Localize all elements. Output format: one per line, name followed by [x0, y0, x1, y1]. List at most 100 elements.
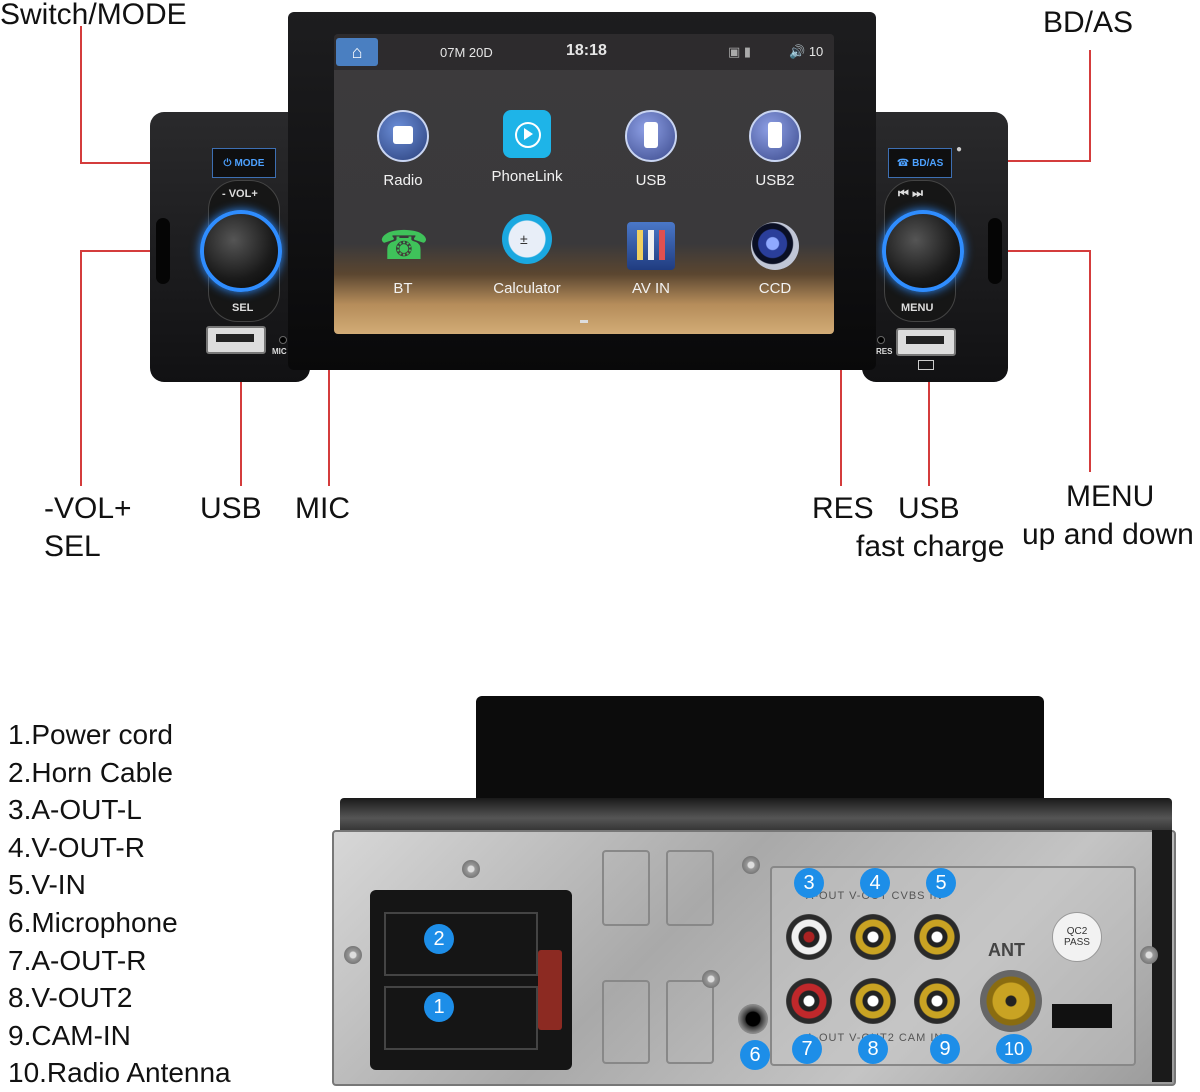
- rca-a-out-r[interactable]: [786, 978, 832, 1024]
- legend-item: 5.V-IN: [8, 869, 86, 900]
- legend-item: 6.Microphone: [8, 907, 178, 938]
- phonelink-icon: [503, 110, 551, 158]
- sd-icon: ▣ ▮: [728, 44, 752, 59]
- phone-icon: ☎: [379, 224, 429, 268]
- usb-port-right[interactable]: [896, 328, 956, 356]
- app-calculator[interactable]: ± Calculator: [472, 214, 582, 297]
- callout-res: RES: [812, 492, 874, 525]
- status-time: 18:18: [566, 42, 607, 59]
- badge-1: 1: [424, 992, 454, 1022]
- mode-button-label: MODE: [234, 157, 265, 169]
- callout-usb: USB: [200, 492, 262, 525]
- leader-line: [80, 250, 200, 252]
- rca-v-out[interactable]: [850, 914, 896, 960]
- av-plate: [770, 866, 1136, 1066]
- badge-2: 2: [424, 924, 454, 954]
- chassis-side: [1152, 830, 1172, 1082]
- fuse-icon: [538, 950, 562, 1030]
- vent: [602, 980, 650, 1064]
- reset-hole[interactable]: [877, 336, 885, 344]
- app-label: CCD: [758, 280, 792, 297]
- legend-item: 2.Horn Cable: [8, 757, 173, 788]
- app-label: PhoneLink: [491, 168, 563, 185]
- volume-knob[interactable]: [200, 210, 282, 292]
- vol-label: - VOL+: [222, 188, 258, 200]
- leader-line: [928, 360, 930, 486]
- rca-v-in[interactable]: [914, 914, 960, 960]
- callout-vol: -VOL+: [44, 492, 132, 525]
- badge-10: 10: [996, 1034, 1032, 1064]
- volume-status: 🔊 10: [789, 44, 823, 60]
- rca-a-out-l[interactable]: [786, 914, 832, 960]
- leader-line: [80, 26, 82, 164]
- app-usb2[interactable]: USB2: [720, 110, 830, 189]
- legend-item: 8.V-OUT2: [8, 982, 133, 1013]
- callout-sel: SEL: [44, 530, 101, 563]
- ant-label: ANT: [988, 940, 1025, 960]
- status-bar: ⌂ 07M 20D 18:18 ▣ ▮ 🔊 10: [334, 34, 834, 70]
- mode-button[interactable]: ⏻ MODE: [212, 148, 276, 178]
- radio-icon: [377, 110, 429, 162]
- mic-small-label: MIC: [272, 347, 287, 356]
- callout-mic: MIC: [295, 492, 350, 525]
- phone-icon: ☎: [896, 157, 910, 169]
- app-ccd[interactable]: CCD: [720, 222, 830, 297]
- screw: [702, 970, 720, 988]
- legend-item: 4.V-OUT-R: [8, 832, 145, 863]
- mount-slot: [156, 218, 170, 284]
- menu-knob[interactable]: [882, 210, 964, 292]
- legend-item: 1.Power cord: [8, 719, 173, 750]
- badge-4: 4: [860, 868, 890, 898]
- battery-icon: [918, 360, 934, 370]
- screw: [742, 856, 760, 874]
- callout-fast-charge: fast charge: [856, 530, 1005, 563]
- badge-9: 9: [930, 1034, 960, 1064]
- app-label: Radio: [383, 172, 423, 189]
- badge-6: 6: [740, 1040, 770, 1070]
- legend-item: 9.CAM-IN: [8, 1020, 131, 1051]
- leader-line: [80, 162, 212, 164]
- legend-item: 7.A-OUT-R: [8, 945, 147, 976]
- status-date: 07M 20D: [440, 45, 493, 60]
- rca-cam-in[interactable]: [914, 978, 960, 1024]
- screen-rear: [476, 696, 1044, 806]
- iso-connector: [370, 890, 572, 1070]
- screw: [462, 860, 480, 878]
- mount-slot: [988, 218, 1002, 284]
- menu-label: MENU: [901, 302, 934, 314]
- callout-switch-mode: Switch/MODE: [0, 0, 187, 31]
- legend-item: 3.A-OUT-L: [8, 794, 142, 825]
- calculator-icon: ±: [502, 214, 552, 264]
- home-icon[interactable]: ⌂: [336, 38, 378, 66]
- leader-line: [840, 338, 842, 486]
- vent: [666, 980, 714, 1064]
- leader-line: [950, 160, 1091, 162]
- leader-line: [240, 356, 242, 486]
- app-label: Calculator: [493, 280, 561, 297]
- app-bt[interactable]: ☎ BT: [348, 222, 458, 297]
- badge-8: 8: [858, 1034, 888, 1064]
- speaker-icon: 🔊: [789, 44, 806, 59]
- app-av-in[interactable]: AV IN: [596, 222, 706, 297]
- antenna-jack[interactable]: [980, 970, 1042, 1032]
- av-in-icon: [627, 222, 675, 270]
- app-phonelink[interactable]: PhoneLink: [472, 110, 582, 185]
- bd-as-button-label: BD/AS: [912, 157, 944, 169]
- sel-label: SEL: [232, 302, 254, 314]
- leader-line: [328, 338, 330, 486]
- usb-port-left[interactable]: [206, 326, 266, 354]
- leader-line: [1089, 250, 1091, 472]
- badge-3: 3: [794, 868, 824, 898]
- mic-jack[interactable]: [738, 1004, 768, 1034]
- touch-screen[interactable]: ⌂ 07M 20D 18:18 ▣ ▮ 🔊 10 Radio PhoneLink…: [334, 34, 834, 334]
- app-radio[interactable]: Radio: [348, 110, 458, 189]
- usb2-icon: [749, 110, 801, 162]
- rca-v-out2[interactable]: [850, 978, 896, 1024]
- app-usb[interactable]: USB: [596, 110, 706, 189]
- bd-as-button[interactable]: ☎ BD/AS: [888, 148, 952, 178]
- app-label: BT: [393, 280, 413, 297]
- ir-sensor-icon: ●: [956, 144, 963, 155]
- callout-usb-fast: USB: [898, 492, 960, 525]
- app-label: AV IN: [631, 280, 671, 297]
- legend-item: 10.Radio Antenna: [8, 1057, 231, 1088]
